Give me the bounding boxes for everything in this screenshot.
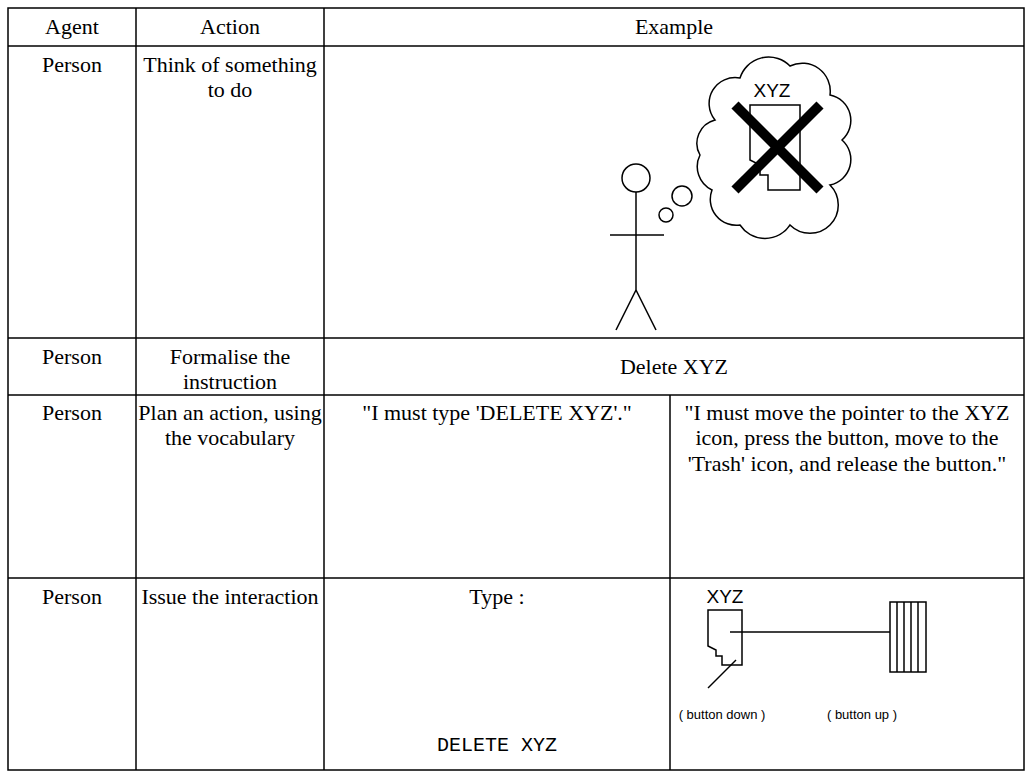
table-cell: Person	[10, 400, 134, 425]
table-cell: Delete XYZ	[329, 354, 1019, 379]
table-cell: Person	[10, 52, 134, 77]
table-cell: "I must move the pointer to the XYZ icon…	[677, 400, 1017, 476]
event-label: ( button up )	[807, 708, 917, 723]
table-cell: Issue the interaction	[138, 584, 322, 609]
table-cell: Person	[10, 344, 134, 369]
table-cell: DELETE XYZ	[332, 734, 662, 757]
icon-label: XYZ	[695, 586, 755, 608]
column-header: Example	[329, 14, 1019, 39]
table-cell: Formalise the instruction	[138, 344, 322, 395]
icon-label: XYZ	[742, 80, 802, 102]
event-label: ( button down )	[667, 708, 777, 723]
column-header: Action	[138, 14, 322, 39]
table-cell: Think of something to do	[138, 52, 322, 103]
table-cell: Plan an action, using the vocabulary	[138, 400, 322, 451]
table-cell: Person	[10, 584, 134, 609]
table-cell: Type :	[332, 584, 662, 609]
column-header: Agent	[10, 14, 134, 39]
table-cell: "I must type 'DELETE XYZ'."	[332, 400, 662, 425]
